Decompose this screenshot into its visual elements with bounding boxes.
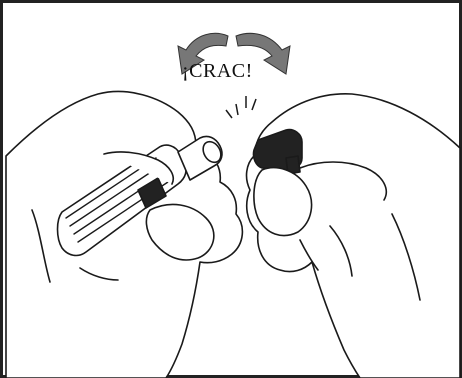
- sound-effect-text: ¡CRAC!: [182, 60, 253, 83]
